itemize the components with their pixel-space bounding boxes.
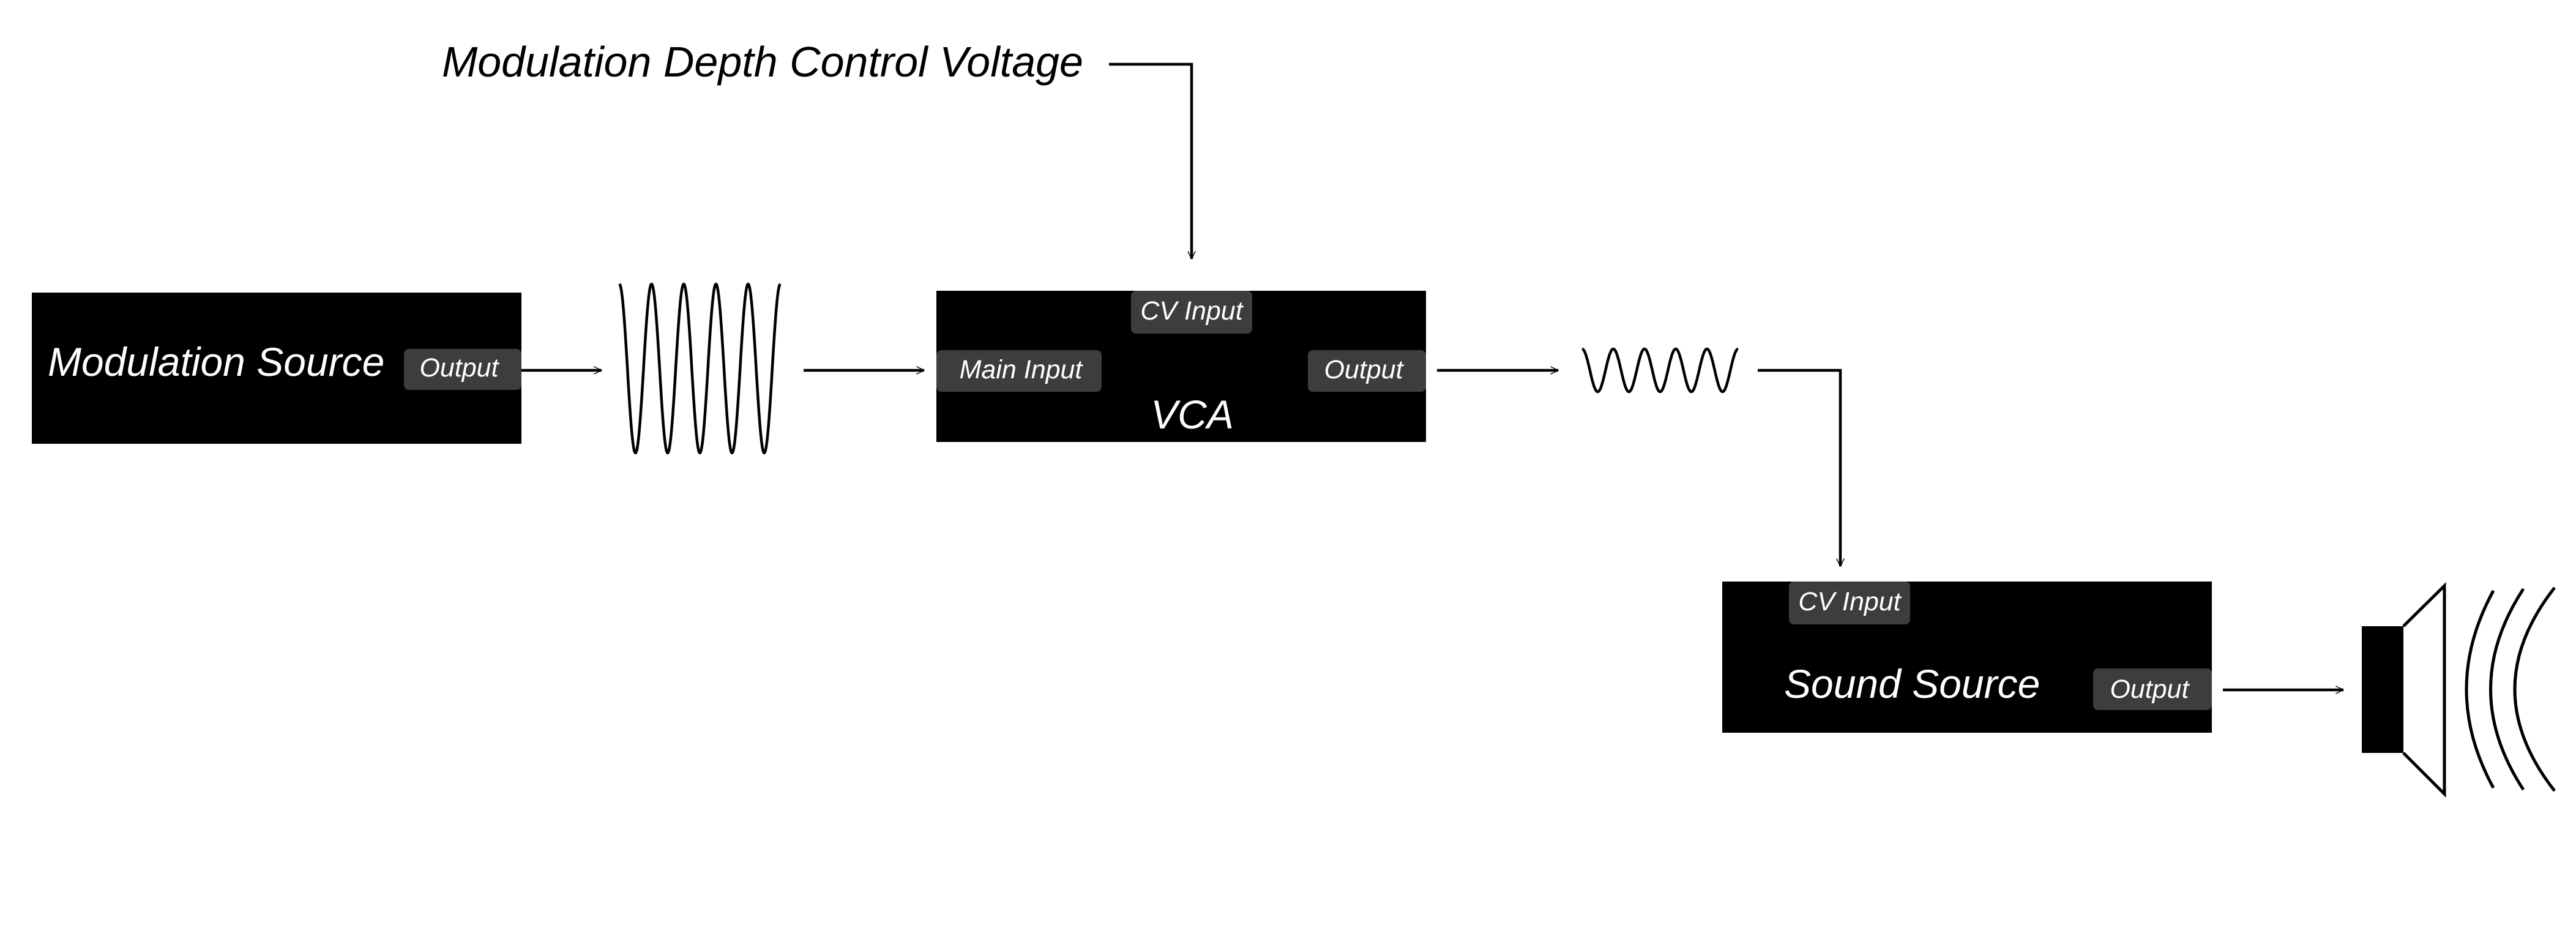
vca-to-sound-source-cv-arrow <box>1758 369 1840 566</box>
sound-source-output-port <box>2093 668 2212 710</box>
vca-module: CV Input Main Input Output VCA <box>936 291 1426 442</box>
vca-output-label: Output <box>1324 355 1404 384</box>
vca-output-port <box>1308 350 1426 392</box>
modulation-source-output-port <box>404 349 521 390</box>
speaker-cone <box>2402 582 2446 798</box>
sound-wave-arc-inner <box>2465 589 2495 789</box>
modulation-source-title: Modulation Source <box>48 339 384 384</box>
speaker-body <box>2362 626 2403 753</box>
sound-source-module: CV Input Sound Source Output <box>1722 582 2212 733</box>
modulation-source-output-label: Output <box>419 353 499 383</box>
sound-source-output-label: Output <box>2110 675 2190 704</box>
sound-source-cv-input-label: CV Input <box>1798 587 1902 616</box>
vca-main-input-port <box>936 350 1102 392</box>
sound-wave-arc-outer <box>2513 586 2556 792</box>
vca-title: VCA <box>1151 392 1234 437</box>
control-voltage-label: Modulation Depth Control Voltage <box>442 38 1083 86</box>
vca-cv-input-label: CV Input <box>1140 296 1244 326</box>
modulation-depth-arrow <box>1109 62 1192 259</box>
speaker-icon <box>2362 582 2556 798</box>
modulation-source-module: Modulation Source Output <box>32 293 521 444</box>
vca-main-input-label: Main Input <box>960 355 1084 384</box>
low-depth-sine-wave-icon <box>1581 347 1739 394</box>
sound-source-cv-input-port <box>1789 582 1910 624</box>
sound-source-title: Sound Source <box>1784 661 2040 706</box>
vca-cv-input-port <box>1131 291 1252 334</box>
high-depth-sine-wave-icon <box>618 282 782 455</box>
sound-wave-arc-middle <box>2489 588 2525 791</box>
